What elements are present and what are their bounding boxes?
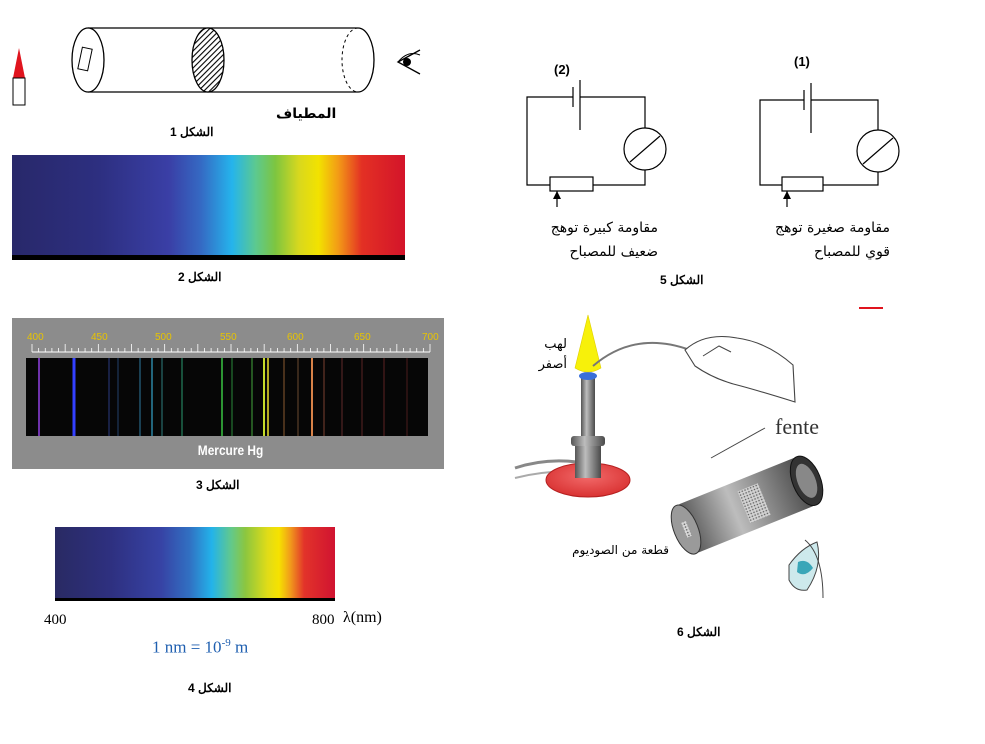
figure-1: المطياف الشكل 1	[0, 0, 440, 145]
unit-exponent: -9	[221, 637, 231, 649]
yellow-flame	[574, 314, 602, 373]
figure-4-caption: الشكل 4	[188, 681, 232, 695]
figure-6-caption: الشكل 6	[677, 625, 721, 639]
hand-drawing	[684, 335, 796, 403]
circuits-drawing	[526, 80, 900, 207]
eye-icon	[396, 49, 421, 75]
spectroscope-tube	[670, 455, 824, 555]
flame-label-line-1: لهب	[544, 337, 567, 352]
tick-700: 700	[422, 332, 439, 343]
figure-6: لهب أصفر قطعة من الصوديوم fente الشكل 6	[505, 310, 835, 650]
tick-400: 400	[27, 332, 44, 343]
circuit-1	[759, 83, 900, 207]
red-mark	[859, 307, 883, 309]
circuit-2-description-line-1: مقاومة كبيرة توهج	[550, 220, 658, 236]
eye-icon	[788, 539, 824, 599]
mercury-spectrum-frame: 400 450 500 550 600 650 700 Mercure Hg	[12, 318, 444, 469]
flame-label-line-2: أصفر	[538, 357, 567, 372]
red-arrow-marker	[13, 48, 25, 78]
tick-650: 650	[354, 332, 371, 343]
figure-3-caption: الشكل 3	[196, 478, 240, 492]
figure-1-caption: الشكل 1	[170, 125, 214, 139]
spectroscope-drawing	[12, 27, 421, 106]
figure-2-caption: الشكل 2	[178, 270, 222, 284]
spectroscope-label: المطياف	[276, 106, 337, 122]
unit-suffix: m	[230, 637, 249, 657]
visible-spectrum	[55, 527, 335, 599]
lambda-max-label: 800	[312, 612, 335, 628]
tick-450: 450	[91, 332, 108, 343]
tick-550: 550	[220, 332, 237, 343]
lambda-min-label: 400	[44, 612, 67, 628]
circuit-2	[526, 80, 667, 207]
circuit-1-number: (1)	[794, 54, 810, 69]
visible-spectrum-border	[55, 598, 335, 601]
mercury-spectrum-svg	[26, 344, 431, 436]
circuit-2-description-line-2: ضعيف للمصباح	[569, 244, 658, 260]
flame-test-drawing	[514, 314, 824, 599]
tick-600: 600	[287, 332, 304, 343]
mercury-label: Mercure Hg	[197, 442, 264, 458]
lambda-axis-label: λ(nm)	[343, 609, 382, 626]
nanometer-definition: 1 nm = 10-9 m	[152, 637, 248, 658]
spectrum-bottom-border	[12, 255, 405, 260]
circuit-1-description-line-1: مقاومة صغيرة توهج	[775, 220, 890, 236]
slit-label: fente	[775, 414, 819, 439]
circuit-1-description-line-2: قوي للمصباح	[814, 244, 890, 260]
circuit-2-number: (2)	[554, 62, 570, 77]
figure-5: (2) (1) مقاومة كبيرة توهج ضعيف للمصباح م…	[500, 40, 920, 290]
sodium-label: قطعة من الصوديوم	[572, 543, 669, 557]
unit-prefix: 1 nm = 10	[152, 637, 222, 657]
tick-500: 500	[155, 332, 172, 343]
continuous-spectrum	[12, 155, 405, 258]
figure-5-caption: الشكل 5	[660, 273, 704, 287]
